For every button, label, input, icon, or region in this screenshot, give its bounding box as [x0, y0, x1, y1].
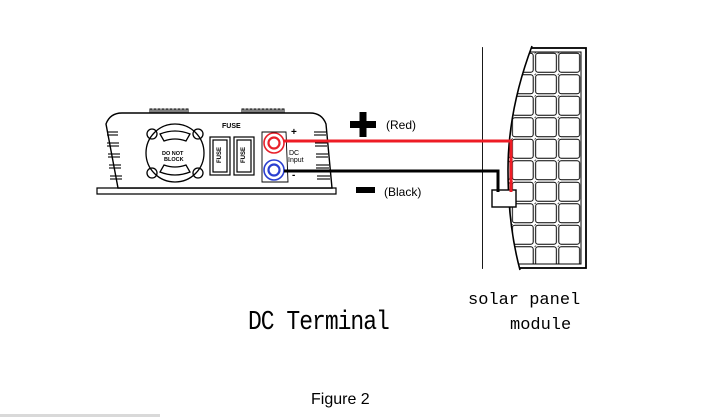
red-wire	[284, 139, 513, 192]
top-vent-left	[149, 108, 189, 113]
bottom-edge-strip	[0, 414, 160, 417]
dc-input-label-line1: DC	[289, 150, 300, 157]
right-cooling-fins	[314, 131, 330, 180]
black-wire	[284, 169, 500, 192]
solar-panel-caption-line2: module	[510, 316, 572, 335]
fan-icon	[145, 123, 205, 183]
dc-terminal-negative	[263, 159, 285, 181]
solar-panel-caption-line1: solar panel	[468, 291, 581, 310]
solar-panel	[482, 45, 587, 271]
fuse-holder-1	[209, 136, 231, 176]
fuse-holder-2	[233, 136, 255, 176]
left-cooling-fins	[107, 131, 122, 180]
positive-symbol	[350, 112, 376, 137]
fan-label-line2: BLOCK	[164, 157, 184, 163]
dc-input-label-line2: Input	[288, 157, 304, 164]
figure-caption: Figure 2	[311, 391, 370, 408]
negative-symbol	[356, 187, 375, 193]
black-wire-label: (Black)	[384, 185, 422, 199]
junction-box	[491, 189, 517, 208]
dc-terminal-positive	[263, 132, 285, 154]
fuse-header-label: FUSE	[222, 123, 241, 130]
fuse-label-2: FUSE	[241, 147, 247, 164]
inverter-device	[96, 108, 337, 195]
dc-terminal-caption: DC Terminal	[248, 307, 390, 337]
top-vent-right	[241, 108, 285, 113]
terminal-minus-label: -	[292, 170, 296, 181]
terminal-plus-label: +	[291, 127, 297, 138]
red-wire-label: (Red)	[386, 118, 417, 132]
fuse-label-1: FUSE	[217, 147, 223, 164]
fan-label-line1: DO NOT	[162, 151, 184, 157]
